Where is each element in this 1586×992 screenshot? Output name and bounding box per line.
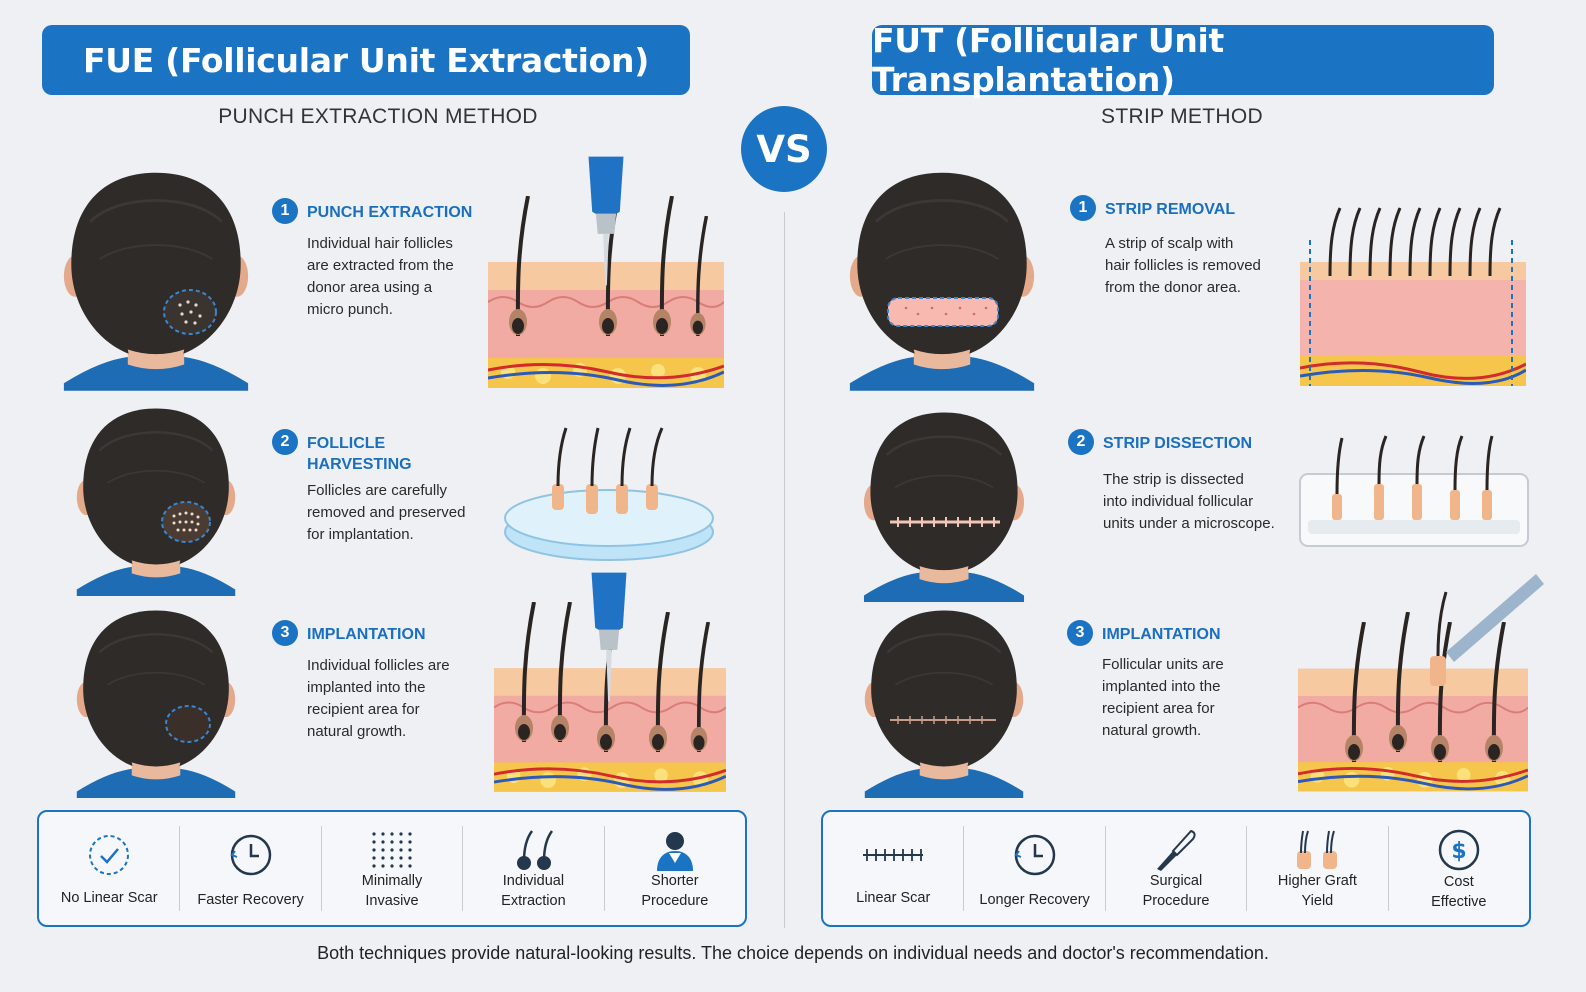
fut-step-2-title: STRIP DISSECTION [1103, 435, 1253, 452]
fue-subtitle: PUNCH EXTRACTION METHOD [218, 105, 538, 128]
fut-step-2-number: 2 [1068, 429, 1094, 455]
fue-step-1-desc: Individual hair follicles are extracted … [307, 235, 454, 318]
fut-strip-removal-illustration [1300, 207, 1526, 386]
fut-strip-dissection-illustration [1299, 435, 1529, 547]
center-divider [784, 212, 785, 928]
follicles-icon [503, 828, 563, 871]
fut-feature-linear-scar: Linear Scar [823, 812, 963, 925]
fut-head-2-illustration [862, 411, 1026, 602]
fue-features-panel: No Linear Scar Faster Recovery Minimally… [37, 810, 747, 927]
clock-icon [221, 828, 281, 882]
footer-note: Both techniques provide natural-looking … [317, 943, 1269, 963]
fue-step-1-title: PUNCH EXTRACTION [307, 204, 473, 221]
fue-step-2-desc: Follicles are carefully removed and pres… [307, 482, 466, 543]
fut-title-banner: FUT (Follicular Unit Transplantation) [872, 21, 1494, 99]
linear-scar-icon [863, 828, 924, 882]
fut-implantation-illustration [1298, 574, 1544, 792]
svg-text:$: $ [1451, 839, 1466, 864]
fue-title-banner: FUE (Follicular Unit Extraction) [42, 25, 690, 95]
fue-head-1-illustration [62, 171, 250, 393]
vs-badge: VS [741, 106, 827, 192]
fue-feature-faster-recovery: Faster Recovery [179, 826, 320, 911]
fue-step-1-number: 1 [272, 198, 298, 224]
graft-icon [1287, 828, 1347, 871]
clock-icon [1005, 828, 1065, 882]
fut-head-1-illustration [848, 171, 1036, 393]
check-circle-icon [79, 828, 139, 882]
dollar-icon: $ [1429, 828, 1489, 872]
fue-feature-no-linear-scar: No Linear Scar [39, 812, 179, 925]
fue-step-3-number: 3 [272, 620, 298, 646]
fut-head-3-illustration [863, 609, 1025, 798]
fue-implantation-illustration [494, 572, 726, 792]
fut-step-3-title: IMPLANTATION [1102, 626, 1221, 643]
fut-step-1-number: 1 [1070, 195, 1096, 221]
fut-step-1-desc: A strip of scalp with hair follicles is … [1105, 235, 1261, 296]
fue-title: FUE (Follicular Unit Extraction) [83, 40, 649, 80]
fue-head-2-illustration [75, 407, 237, 596]
fue-step-3-desc: Individual follicles are implanted into … [307, 657, 450, 740]
fut-step-3-desc: Follicular units are implanted into the … [1102, 656, 1224, 739]
fut-title: FUT (Follicular Unit Transplantation) [872, 21, 1225, 99]
fut-step-3-number: 3 [1067, 620, 1093, 646]
scalpel-icon [1146, 828, 1206, 871]
dots-grid-icon [362, 828, 422, 871]
fue-step-2-number: 2 [272, 429, 298, 455]
fut-step-2-desc: The strip is dissected into individual f… [1103, 471, 1275, 532]
fue-step-3-title: IMPLANTATION [307, 626, 426, 643]
fut-subtitle: STRIP METHOD [1101, 105, 1263, 128]
fue-step-2-title: FOLLICLE HARVESTING [307, 435, 412, 473]
fut-feature-longer-recovery: Longer Recovery [963, 826, 1104, 911]
doctor-icon [645, 828, 705, 871]
fut-step-1-title: STRIP REMOVAL [1105, 201, 1236, 218]
fue-petri-dish-illustration [504, 427, 714, 561]
fue-punch-extraction-illustration [488, 156, 724, 388]
fue-head-3-illustration [75, 609, 237, 798]
